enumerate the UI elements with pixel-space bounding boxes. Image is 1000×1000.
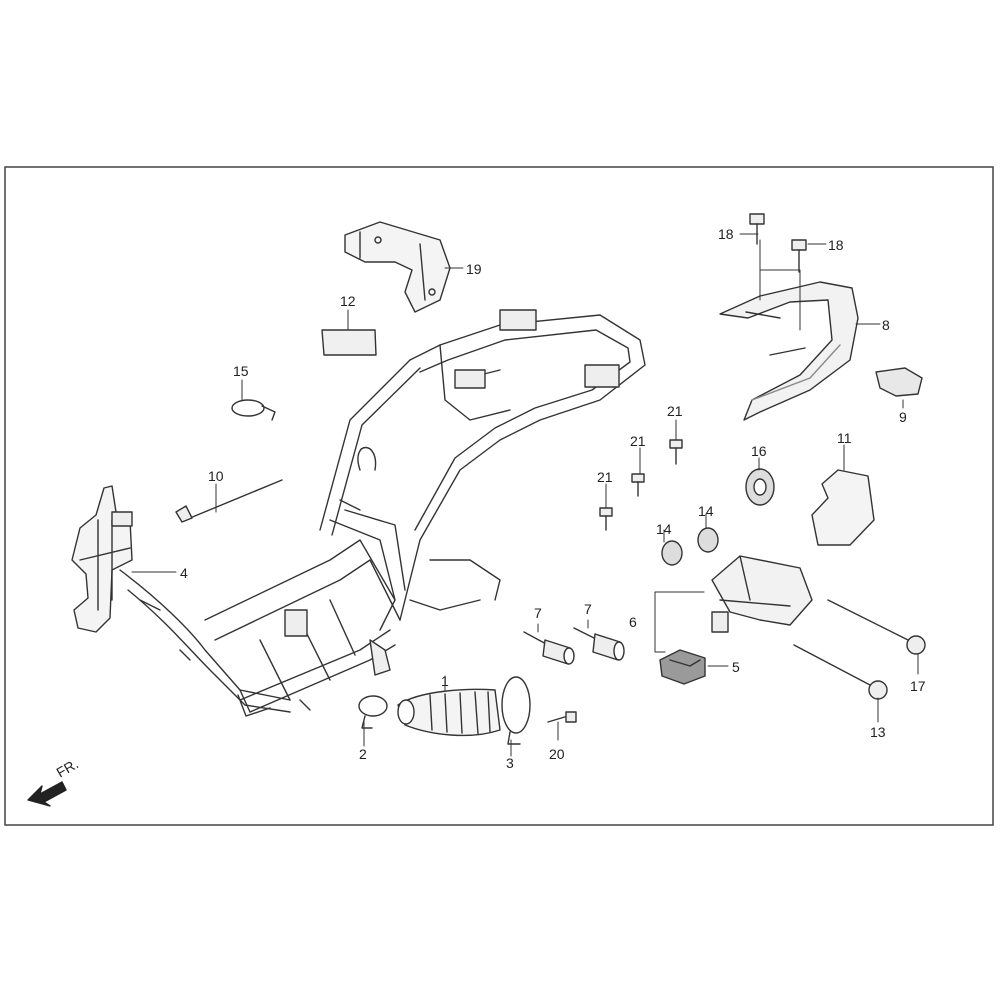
bolt-17: [827, 599, 926, 655]
cable-rod: [175, 479, 283, 523]
bolt-18b: [791, 239, 807, 273]
callout-4: 4: [180, 565, 188, 581]
bolt-13: [793, 644, 888, 700]
callout-21b: 21: [630, 433, 646, 449]
callout-2: 2: [359, 746, 367, 762]
callout-labels: 19 12 15 10 4 1 2 3 20 7 7 6 5 14 14 16 …: [54, 226, 926, 781]
bushing-14a: [661, 540, 683, 566]
rubber-boot: [397, 688, 501, 737]
callout-14a: 14: [656, 521, 672, 537]
bushing-7a: [523, 631, 575, 665]
callout-8: 8: [882, 317, 890, 333]
callout-9: 9: [899, 409, 907, 425]
cable-clamp: [231, 399, 276, 421]
engine-hanger: [711, 555, 813, 633]
cover-plate: [321, 329, 377, 356]
callout-6: 6: [629, 614, 637, 630]
callout-10: 10: [208, 468, 224, 484]
callout-17: 17: [910, 678, 926, 694]
bolt-21c: [669, 439, 683, 465]
callout-19: 19: [466, 261, 482, 277]
callout-3: 3: [506, 755, 514, 771]
rubber-mount-5: [659, 649, 706, 685]
main-frame: [71, 309, 646, 717]
callout-18b: 18: [828, 237, 844, 253]
bolt-18a: [749, 213, 765, 245]
end-cap: [875, 367, 923, 397]
bolt-21a: [599, 507, 613, 531]
callout-21a: 21: [597, 469, 613, 485]
hose-band-large: [501, 676, 531, 745]
bushing-7b: [573, 627, 625, 661]
callout-12: 12: [340, 293, 356, 309]
callout-16: 16: [751, 443, 767, 459]
diagram-border: [4, 166, 994, 826]
callout-15: 15: [233, 363, 249, 379]
callout-18a: 18: [718, 226, 734, 242]
bushing-14b: [697, 527, 719, 553]
grab-rail: [719, 281, 859, 421]
arrow-front-icon: [27, 781, 67, 807]
direction-label: FR.: [54, 755, 82, 780]
callout-7a: 7: [534, 605, 542, 621]
callout-13: 13: [870, 724, 886, 740]
callout-7b: 7: [584, 601, 592, 617]
hose-band-small: [358, 695, 388, 729]
callout-5: 5: [732, 659, 740, 675]
callout-21c: 21: [667, 403, 683, 419]
callout-1: 1: [441, 673, 449, 689]
seat-bracket: [344, 221, 451, 313]
screw-20: [547, 711, 577, 723]
bolt-21b: [631, 473, 645, 497]
callout-14b: 14: [698, 503, 714, 519]
callout-11: 11: [837, 430, 852, 446]
splash-guard: [811, 469, 875, 546]
callout-20: 20: [549, 746, 565, 762]
grommet-16: [745, 468, 775, 506]
leader-lines: [131, 233, 919, 757]
